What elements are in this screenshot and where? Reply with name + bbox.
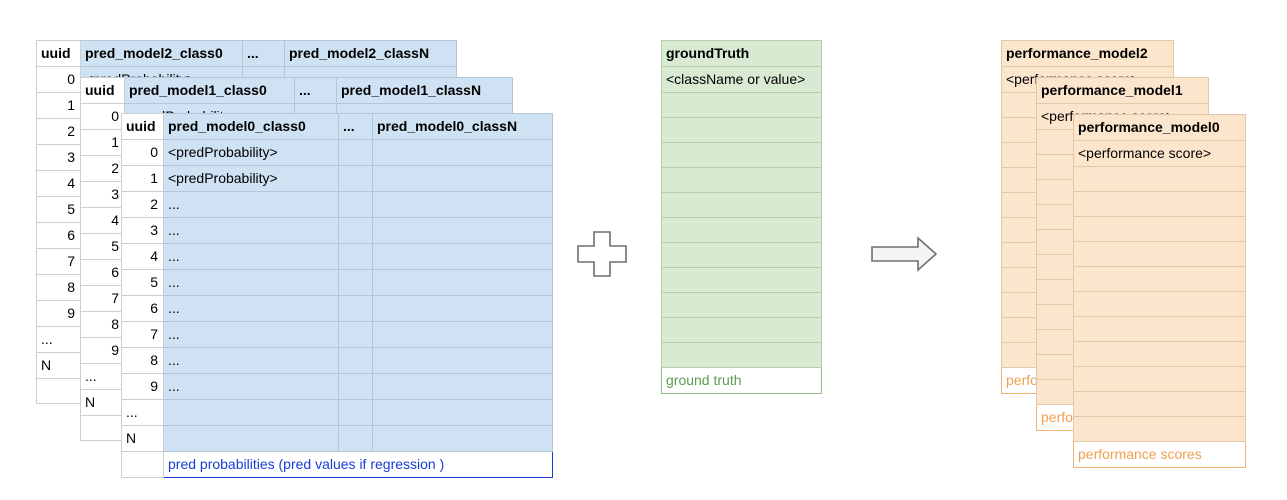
row-index: 4 [36, 170, 81, 197]
performance-header: performance_model1 [1036, 77, 1209, 104]
row-index: 6 [121, 295, 164, 322]
row-index: 1 [80, 129, 125, 156]
row-index: 9 [36, 300, 81, 327]
uuid-header: uuid [36, 40, 81, 67]
class0-header: pred_model1_class0 [124, 77, 295, 104]
row-index: 8 [121, 347, 164, 374]
pred-table-model0: uuid pred_model0_class0 ... pred_model0_… [121, 113, 553, 478]
performance-caption: performance scores [1073, 441, 1246, 468]
uuid-header: uuid [80, 77, 125, 104]
cell-value: <predProbability> [163, 165, 339, 192]
cell-value: ... [163, 347, 339, 374]
row-index: 4 [80, 207, 125, 234]
row-index: 5 [80, 233, 125, 260]
row-index: 2 [80, 155, 125, 182]
row-index: 2 [36, 118, 81, 145]
row-index: 1 [36, 92, 81, 119]
ground-truth-header: groundTruth [661, 40, 822, 67]
row-index: 6 [80, 259, 125, 286]
cell-value: ... [163, 243, 339, 270]
pred-caption: pred probabilities (pred values if regre… [163, 451, 553, 478]
arrow-right-icon [871, 236, 938, 272]
uuid-header: uuid [121, 113, 164, 140]
cell-value: ... [163, 295, 339, 322]
row-index: 9 [121, 373, 164, 400]
cell-value: ... [163, 373, 339, 400]
row-index: 2 [121, 191, 164, 218]
row-index: 1 [121, 165, 164, 192]
row-index: N [36, 352, 81, 379]
row-index: 3 [80, 181, 125, 208]
row-index: 0 [80, 103, 125, 130]
performance-header: performance_model2 [1001, 40, 1174, 67]
cell-value: <predProbability> [163, 139, 339, 166]
ground-truth-caption: ground truth [661, 367, 822, 394]
class0-header: pred_model0_class0 [163, 113, 339, 140]
performance-header: performance_model0 [1073, 114, 1246, 141]
ellipsis-header: ... [338, 113, 373, 140]
cell-value: ... [163, 191, 339, 218]
classN-header: pred_model2_classN [284, 40, 457, 67]
row-index: 7 [36, 248, 81, 275]
cell-value: <className or value> [661, 66, 822, 93]
row-index: ... [121, 399, 164, 426]
row-index: N [121, 425, 164, 452]
row-index: 3 [121, 217, 164, 244]
row-index: 9 [80, 337, 125, 364]
row-index: N [80, 389, 125, 416]
row-index: 5 [36, 196, 81, 223]
row-index: 0 [36, 66, 81, 93]
row-index: 5 [121, 269, 164, 296]
row-index: 0 [121, 139, 164, 166]
row-index: 4 [121, 243, 164, 270]
row-index: 6 [36, 222, 81, 249]
classN-header: pred_model0_classN [372, 113, 553, 140]
cell-value: ... [163, 217, 339, 244]
row-index: 8 [36, 274, 81, 301]
row-index: 7 [80, 285, 125, 312]
row-index: 3 [36, 144, 81, 171]
ground-truth-table: groundTruth <className or value> ground … [661, 40, 822, 394]
cell-value: ... [163, 269, 339, 296]
class0-header: pred_model2_class0 [80, 40, 243, 67]
row-index: 7 [121, 321, 164, 348]
cell-value: <performance score> [1073, 140, 1246, 167]
cell-value: ... [163, 321, 339, 348]
classN-header: pred_model1_classN [336, 77, 513, 104]
row-index: ... [36, 326, 81, 353]
row-index: 8 [80, 311, 125, 338]
row-index: ... [80, 363, 125, 390]
ellipsis-header: ... [242, 40, 285, 67]
plus-icon [577, 231, 627, 277]
performance-table-model0: performance_model0 <performance score> p… [1073, 114, 1246, 468]
ellipsis-header: ... [294, 77, 337, 104]
